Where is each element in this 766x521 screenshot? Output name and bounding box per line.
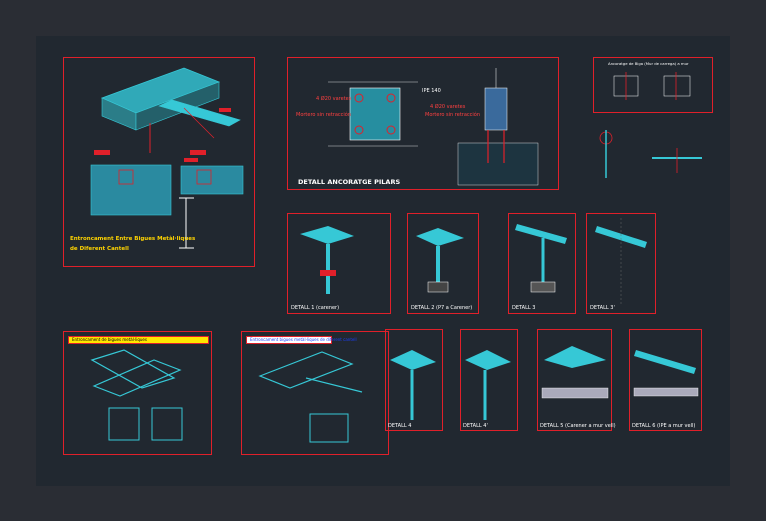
bottom-left-drawing [90,349,183,441]
bottom-left-title: Entroncament de bigues metàl·liques [72,337,147,342]
sheet-detall-2[interactable]: DETALL 2 (P7 a Carener) [407,213,479,314]
sheet-detall-6[interactable]: DETALL 6 (IPE a mur vell) [629,329,702,431]
detall-3-prime-label: DETALL 3' [590,305,615,311]
anchorage-dims-1: 4 Ø20 varetes [316,96,352,102]
anchorage-drawing [328,68,539,186]
detall-4-drawing [390,350,436,420]
bottom-mid-drawing [258,351,363,443]
detall-4-label: DETALL 4 [388,423,412,429]
anchorage-dims-3: 4 Ø20 varetes [430,104,466,110]
beam-junction-subtitle: de Diferent Cantell [70,246,129,252]
beam-junction-drawing [90,67,244,249]
sheet-detall-1[interactable]: DETALL 1 (carener) [287,213,391,314]
anchorage-title: DETALL ANCORATGE PILARS [298,178,401,186]
sheet-beam-junction[interactable]: Entroncament Entre Bigues Metàl·liques d… [63,57,255,267]
detall-6-drawing [633,350,699,397]
beam-junction-title: Entroncament Entre Bigues Metàl·liques [70,236,196,242]
detall-1-drawing [300,226,354,294]
detall-5-label: DETALL 5 (Carener a mur vell) [540,423,616,429]
detall-5-drawing [541,346,609,399]
detall-3-prime-drawing [595,218,647,304]
detall-4-prime-drawing [465,350,511,420]
bottom-mid-title-bar: Entroncament bigues metàl·liques de dife… [246,336,357,344]
sheet-detall-3-prime[interactable]: DETALL 3' [586,213,656,314]
bottom-left-title-bar: Entroncament de bigues metàl·liques [68,336,209,344]
anchorage-dims-4: Mortero sin retracción [425,112,481,118]
sheet-top-right[interactable]: Ancoratge de Biga (Mur de carrega) a mur [593,57,713,113]
sheet-bottom-left[interactable]: Entroncament de bigues metàl·liques [63,331,212,455]
detall-3-drawing [515,224,567,293]
detall-6-label: DETALL 6 (IPE a mur vell) [632,423,696,429]
detall-4-prime-label: DETALL 4' [463,423,488,429]
detall-3-label: DETALL 3 [512,305,536,311]
top-right-drawing [613,72,691,100]
sheet-bottom-mid[interactable]: Entroncament bigues metàl·liques de dife… [241,331,389,455]
anchorage-ipe-label: IPE 140 [422,88,441,94]
top-right-title: Ancoratge de Biga (Mur de carrega) a mur [608,61,689,66]
anchorage-dims-2: Mortero sin retracción [296,112,352,118]
sheet-anchorage[interactable]: IPE 140 4 Ø20 varetes Mortero sin retrac… [287,57,559,190]
sheet-detall-3[interactable]: DETALL 3 [508,213,576,314]
detall-2-label: DETALL 2 (P7 a Carener) [411,305,473,311]
sheet-detall-5[interactable]: DETALL 5 (Carener a mur vell) [537,329,616,431]
loose-detail-right [599,130,702,178]
sheet-detall-4-prime[interactable]: DETALL 4' [460,329,518,431]
bottom-mid-title: Entroncament bigues metàl·liques de dife… [250,337,357,342]
sheet-detall-4[interactable]: DETALL 4 [385,329,443,431]
detall-2-drawing [416,228,464,293]
detall-1-label: DETALL 1 (carener) [291,305,340,311]
drawing-canvas[interactable]: Entroncament Entre Bigues Metàl·liques d… [36,36,730,486]
